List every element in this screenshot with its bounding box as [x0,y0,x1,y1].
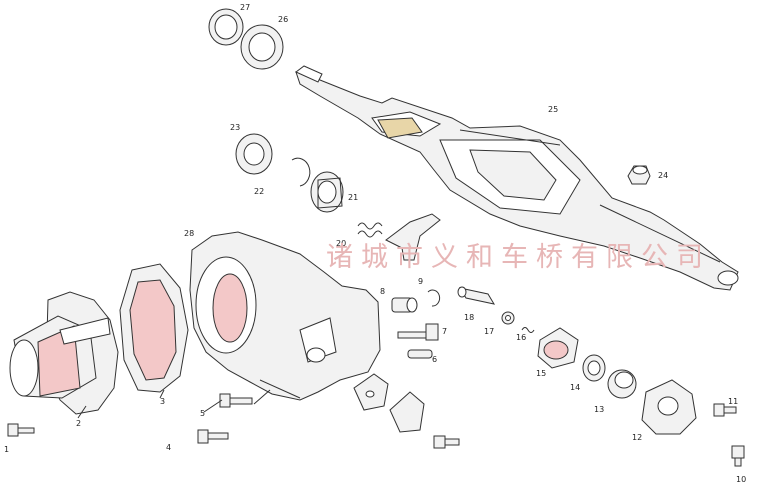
plug-24 [627,165,651,185]
callout-3: 3 [160,397,165,406]
bolt-4 [197,429,229,444]
bolt-11 [713,403,737,417]
callout-18: 18 [464,313,474,322]
seal-14 [582,354,606,382]
callout-17: 17 [484,327,494,336]
callout-26: 26 [278,15,288,24]
spring-16 [521,327,535,333]
callout-2: 2 [76,419,81,428]
bushing-8 [391,297,418,313]
cover-plate-right [389,391,425,433]
pin-6 [407,349,433,359]
cap-13 [607,369,637,399]
callout-9: 9 [418,277,423,286]
company-watermark: 诸城市义和车桥有限公司 [326,242,711,273]
gasket-3 [119,263,189,393]
shaft-18 [457,286,496,305]
carrier-housing-28 [189,231,381,401]
callout-24: 24 [658,171,668,180]
shift-fork [385,213,441,261]
nut-17 [501,311,515,325]
clip-9 [427,289,441,307]
callout-5: 5 [200,409,205,418]
bolt-1 [7,423,35,437]
callout-20: 20 [336,239,346,248]
callout-23: 23 [230,123,240,132]
bolt-5 [219,393,253,408]
callout-8: 8 [380,287,385,296]
bearing-23 [235,133,273,175]
callout-10: 10 [736,475,746,484]
cover-plate-left [353,373,389,411]
callout-12: 12 [632,433,642,442]
cover-12 [641,379,697,435]
spring-20 [357,222,383,238]
callout-11: 11 [728,397,738,406]
bolt-lower [433,435,460,449]
leader-lines [77,389,271,419]
callout-14: 14 [570,383,580,392]
needle-bearing-26 [240,24,284,70]
breather-10 [731,445,745,467]
callout-7: 7 [442,327,447,336]
callout-22: 22 [254,187,264,196]
callout-13: 13 [594,405,604,414]
callout-21: 21 [348,193,358,202]
callout-1: 1 [4,445,9,454]
bearing-ring-27 [208,8,244,46]
axle-tube-flange-2 [9,291,119,415]
bolt-7 [397,323,439,341]
callout-15: 15 [536,369,546,378]
axle-housing-25 [295,65,739,291]
callout-16: 16 [516,333,526,342]
callout-6: 6 [432,355,437,364]
bearing-cone-21 [310,171,344,213]
callout-27: 27 [240,3,250,12]
callout-28: 28 [184,229,194,238]
callout-25: 25 [548,105,558,114]
callout-4: 4 [166,443,171,452]
snap-ring-22 [291,157,311,187]
gasket-15 [537,327,579,369]
